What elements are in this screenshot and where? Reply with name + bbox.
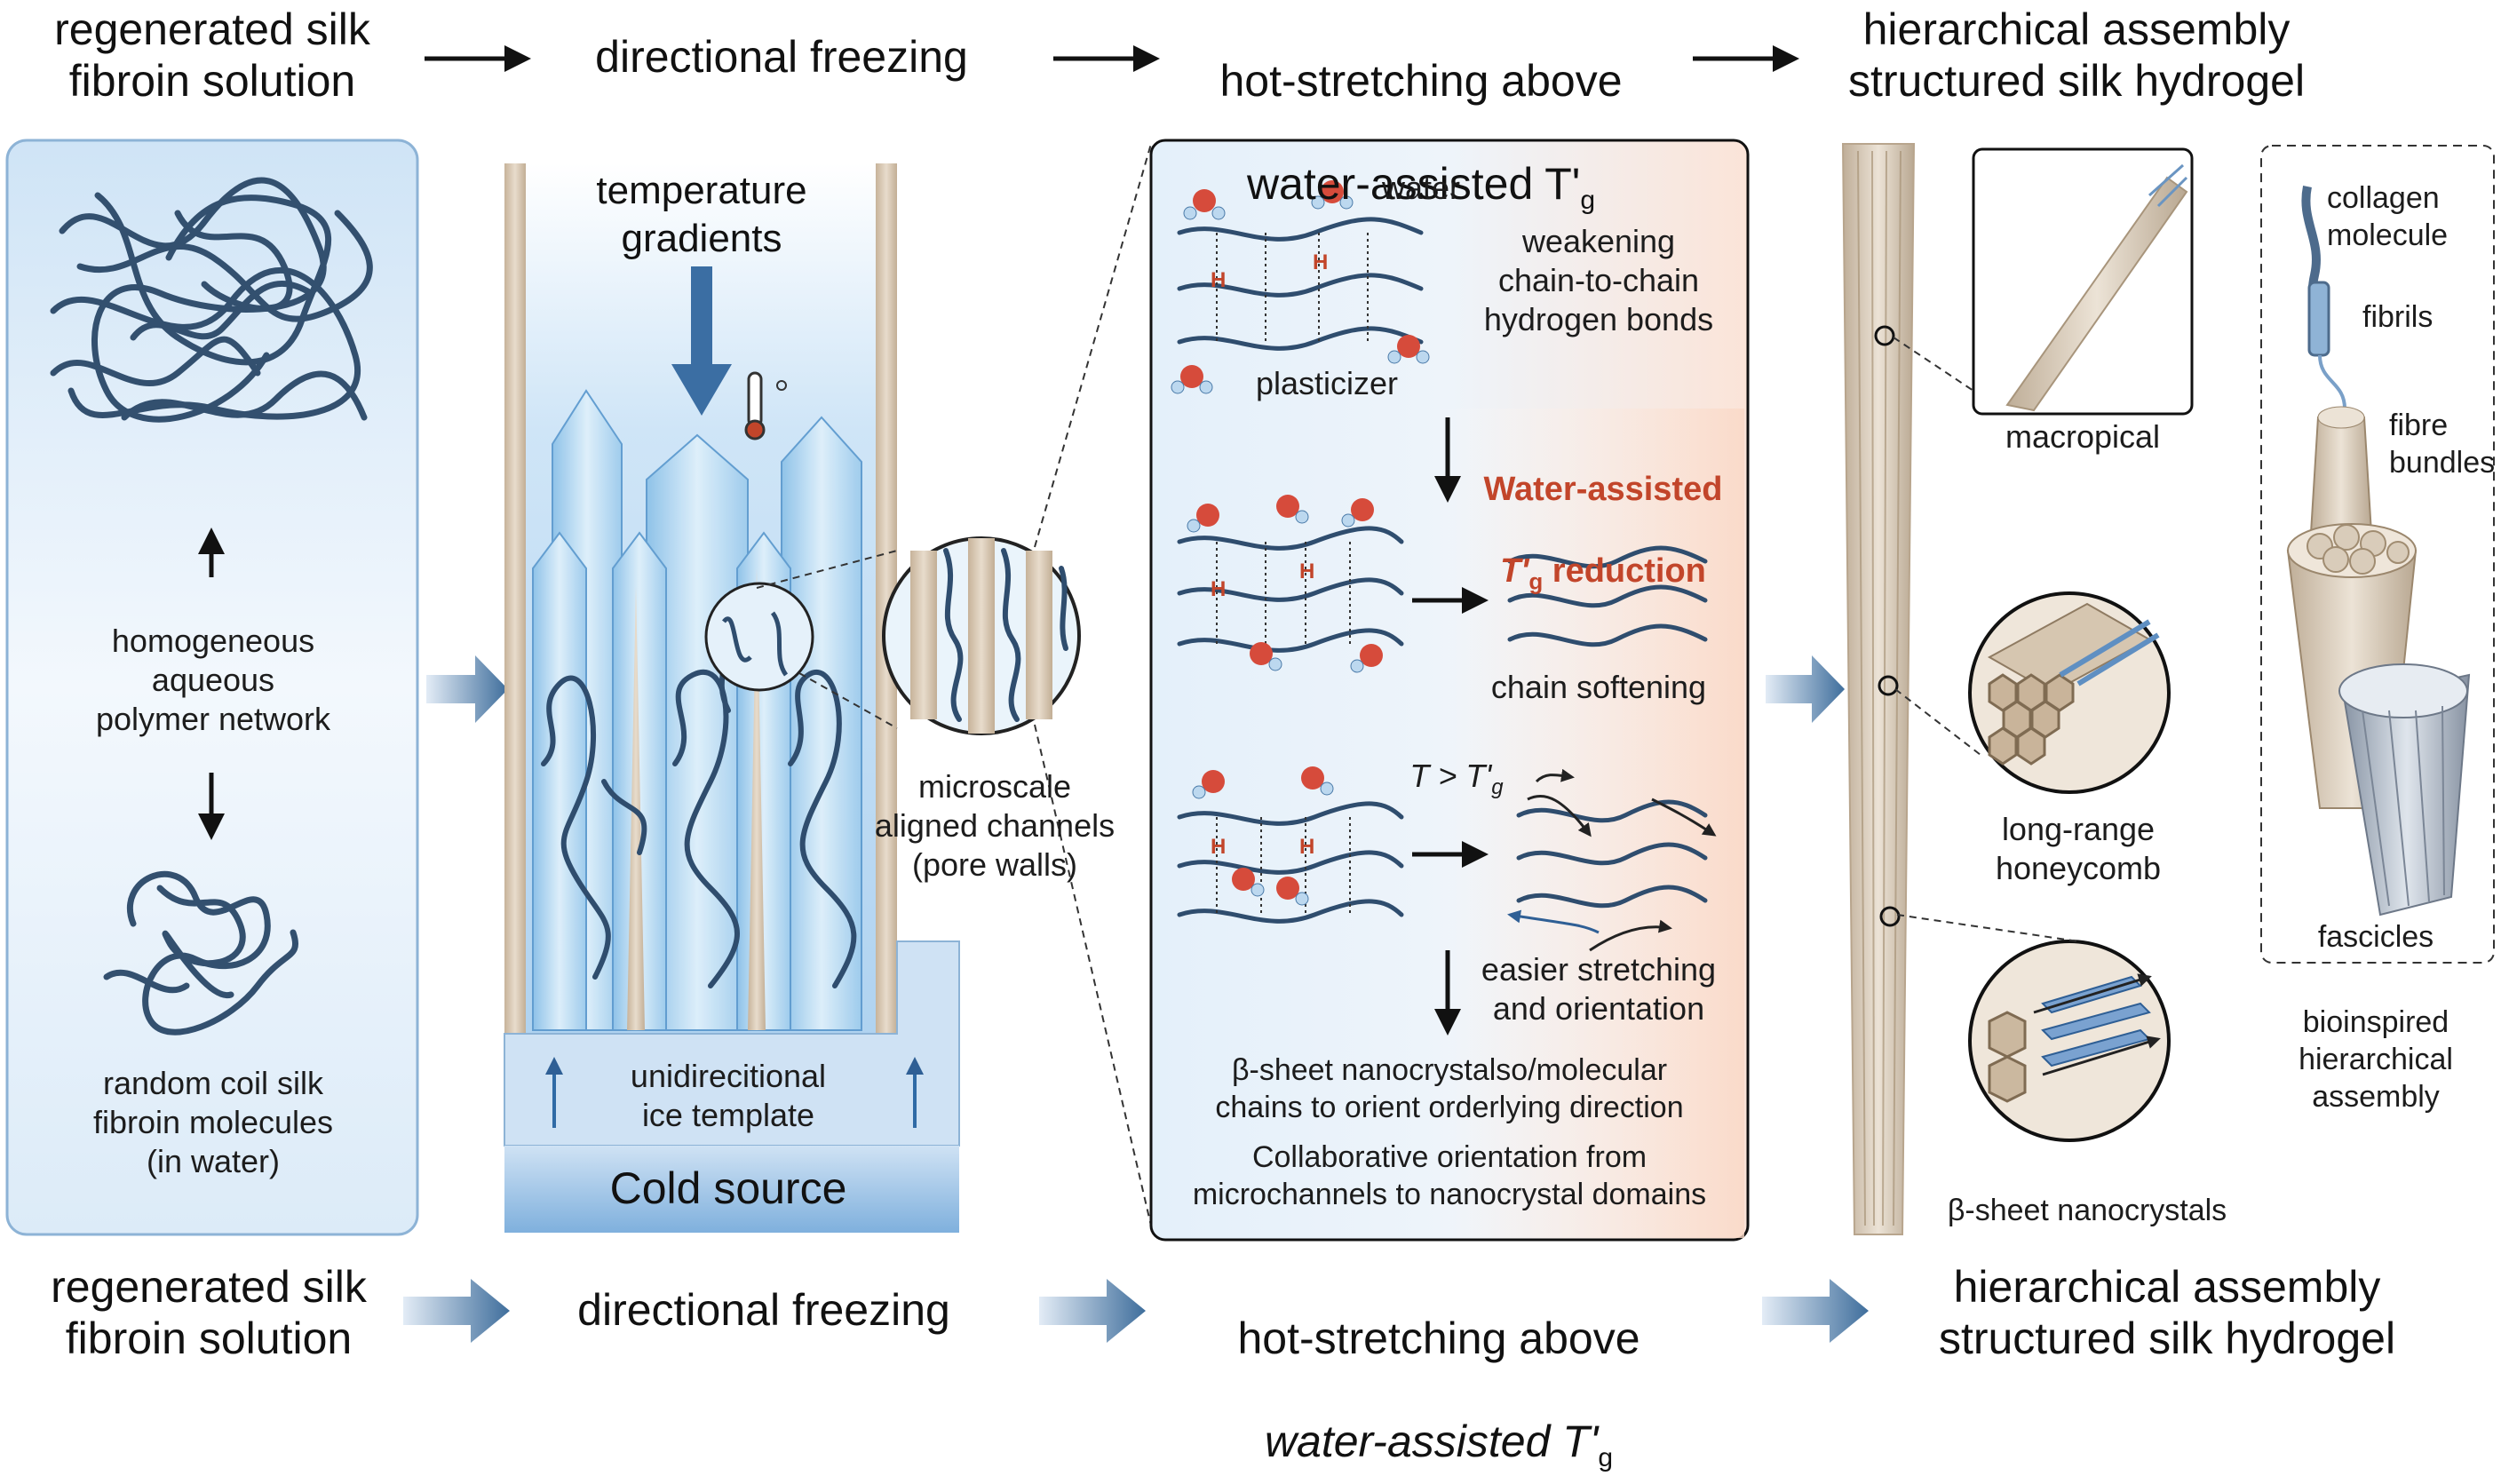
top-title-assembly: hierarchical assembly structured silk hy… [1847, 4, 2306, 106]
label-nanocrystal-orientation: β-sheet nanocrystalso/molecular chains t… [1215, 1053, 1684, 1124]
flow-arrow-1 [426, 655, 508, 723]
label-macropical: macropical [2005, 418, 2161, 455]
bottom-hotstretch-line1: hot-stretching above [1237, 1313, 1640, 1363]
label-water-assisted-reduction: Water-assisted T'g reduction [1457, 428, 1750, 602]
top-hotstretch-sub: g [1580, 186, 1596, 215]
top-title-hotstretch: hot-stretching above water-assisted T'g [1155, 4, 1687, 226]
label-fibrils: fibrils [2362, 300, 2434, 334]
bottom-flow-arrows [403, 1279, 1869, 1343]
condition-text: T > T' [1409, 758, 1492, 794]
top-title-freezing: directional freezing [595, 32, 968, 82]
panel-mechanism [1149, 139, 1750, 1242]
reduction-line1: Water-assisted [1483, 471, 1723, 508]
reduction-line2: T' [1500, 552, 1529, 590]
label-random-coil: random coil silk fibroin molecules (in w… [92, 1065, 334, 1179]
bottom-hotstretch-line2: water-assisted T' [1264, 1417, 1599, 1466]
label-ice-template: unidirecitional ice template [630, 1058, 827, 1133]
bottom-title-hotstretch: hot-stretching above water-assisted T'g [1155, 1261, 1723, 1484]
hbond-marker: H [1313, 250, 1329, 274]
label-network: homogeneous aqueous polymer network [95, 623, 331, 737]
label-fascicles: fascicles [2317, 920, 2434, 954]
label-temperature-gradients: temperature gradients [596, 169, 807, 260]
label-chain-softening: chain softening [1490, 669, 1707, 705]
reduction-sub: g [1528, 567, 1544, 595]
label-weakening: weakening chain-to-chain hydrogen bonds [1483, 223, 1714, 337]
bottom-title-freezing: directional freezing [577, 1285, 950, 1335]
bottom-title-assembly: hierarchical assembly structured silk hy… [1938, 1262, 2396, 1363]
top-title-solution: regenerated silk fibroin solution [54, 4, 370, 106]
label-honeycomb: long-range honeycomb [1995, 811, 2162, 886]
hbond-marker: H [1211, 268, 1227, 292]
label-fibre-bundles: fibre bundles [2389, 409, 2496, 480]
panel-freezing [504, 163, 1081, 1233]
hbond-marker: H [1211, 835, 1227, 859]
flow-arrow-3 [1766, 655, 1845, 723]
label-collaborative-orientation: Collaborative orientation from microchan… [1192, 1140, 1707, 1211]
label-beta-sheet-nanocrystals: β-sheet nanocrystals [1947, 1194, 2227, 1227]
panel-solution [5, 139, 419, 1236]
label-condition: T > T'g [1385, 718, 1528, 807]
panel-hierarchy [1841, 143, 2495, 1235]
label-microscale-channels: microscale aligned channels (pore walls) [874, 768, 1116, 883]
hbond-marker: H [1299, 835, 1315, 859]
top-hotstretch-line2: water-assisted T' [1246, 159, 1581, 209]
label-cold-source: Cold source [609, 1163, 847, 1213]
diagram-graphics [5, 45, 2495, 1343]
label-easier-stretching: easier stretching and orientation [1481, 951, 1717, 1027]
top-hotstretch-line1: hot-stretching above [1219, 56, 1623, 106]
condition-sub: g [1491, 775, 1504, 800]
label-plasticizer: plasticizer [1255, 365, 1399, 401]
reduction-line3: reduction [1543, 552, 1706, 590]
hbond-marker: H [1299, 559, 1315, 583]
hbond-marker: H [1211, 577, 1227, 601]
bottom-title-solution: regenerated silk fibroin solution [51, 1262, 367, 1363]
label-water: water [1381, 170, 1461, 206]
label-collagen-molecule: collagen molecule [2327, 181, 2449, 252]
bottom-hotstretch-sub: g [1598, 1443, 1614, 1472]
label-bioinspired: bioinspired hierarchical assembly [2299, 1005, 2453, 1114]
